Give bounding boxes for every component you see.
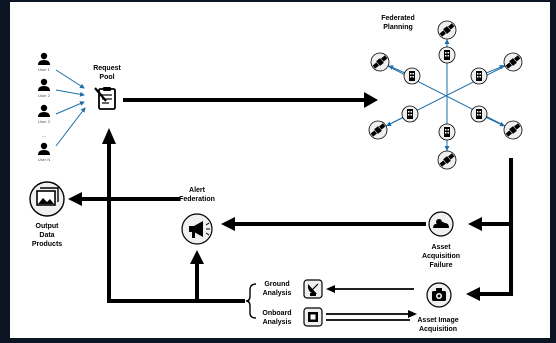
- onboard-link-upper-arrowhead: [408, 310, 417, 318]
- user-request-arrows: [55, 69, 86, 147]
- to-failure-arrowhead: [468, 217, 482, 231]
- cloud-cover-icon: [428, 211, 454, 237]
- image-gallery-icon: [29, 181, 65, 217]
- asset-failure-label-2: Acquisition: [422, 253, 460, 260]
- satellite-icon: [437, 20, 457, 40]
- building-icon: [401, 105, 419, 123]
- satellite-icon: [503, 52, 523, 72]
- federated-planning-title: Federated: [381, 15, 414, 22]
- satellite-icon: [368, 120, 388, 140]
- satellite-dish-icon: [303, 279, 323, 299]
- megaphone-icon: [181, 213, 213, 245]
- user-2-label: User 2: [38, 93, 51, 98]
- alert-federation-subtitle: Federation: [179, 196, 215, 203]
- feedback-to-request-arrowhead: [102, 128, 116, 144]
- image-to-ground-arrowhead: [326, 285, 335, 293]
- alert-federation-title: Alert: [189, 187, 206, 194]
- user-group: User 1 User 2 User 3 ... User N: [38, 52, 51, 162]
- camera-icon: [426, 282, 452, 308]
- failure-to-alert-arrowhead: [221, 217, 235, 231]
- building-icon: [438, 46, 456, 64]
- satellite-icon: [437, 150, 457, 170]
- to-image-arrowhead: [466, 287, 480, 301]
- satellite-icon: [370, 52, 390, 72]
- user-2: User 2: [38, 78, 51, 98]
- user-3-label: User 3: [38, 119, 51, 124]
- clipboard-icon: [94, 87, 116, 110]
- ground-analysis-label-2: Analysis: [263, 290, 292, 297]
- alert-to-output-arrowhead: [68, 192, 82, 206]
- asset-image-label-1: Asset Image: [417, 317, 458, 324]
- satellite-icon: [503, 120, 523, 140]
- user-n: User N: [38, 142, 51, 162]
- user-3: User 3: [38, 104, 51, 124]
- user-1: User 1: [38, 52, 51, 72]
- ground-analysis-label-1: Ground: [264, 281, 289, 288]
- user-n-label: User N: [38, 157, 51, 162]
- asset-image-label-2: Acquisition: [419, 326, 457, 333]
- analysis-brace: [245, 283, 257, 319]
- request-pool-title: Request: [93, 65, 121, 72]
- building-icon: [470, 67, 488, 85]
- planning-to-assets-connector: [478, 158, 513, 296]
- building-icon: [438, 123, 456, 141]
- output-label-1: Output: [36, 223, 60, 230]
- onboard-analysis-label-2: Analysis: [263, 319, 292, 326]
- chip-icon: [303, 307, 323, 327]
- asset-failure-label-3: Failure: [430, 262, 453, 269]
- request-pool-subtitle: Pool: [99, 74, 114, 81]
- federated-planning-subtitle: Planning: [383, 24, 413, 31]
- user-1-label: User 1: [38, 67, 51, 72]
- asset-failure-label-1: Asset: [431, 244, 451, 251]
- users-ellipsis: ...: [42, 133, 46, 139]
- building-icon: [403, 67, 421, 85]
- output-label-2: Data: [39, 232, 54, 239]
- onboard-analysis-label-1: Onboard: [262, 310, 291, 317]
- planning-network: [368, 20, 523, 170]
- request-to-planning-arrowhead: [364, 92, 378, 108]
- diagram-panel: [10, 2, 550, 338]
- building-icon: [470, 105, 488, 123]
- output-label-3: Products: [32, 241, 62, 248]
- analysis-to-alert-arrowhead: [190, 250, 204, 264]
